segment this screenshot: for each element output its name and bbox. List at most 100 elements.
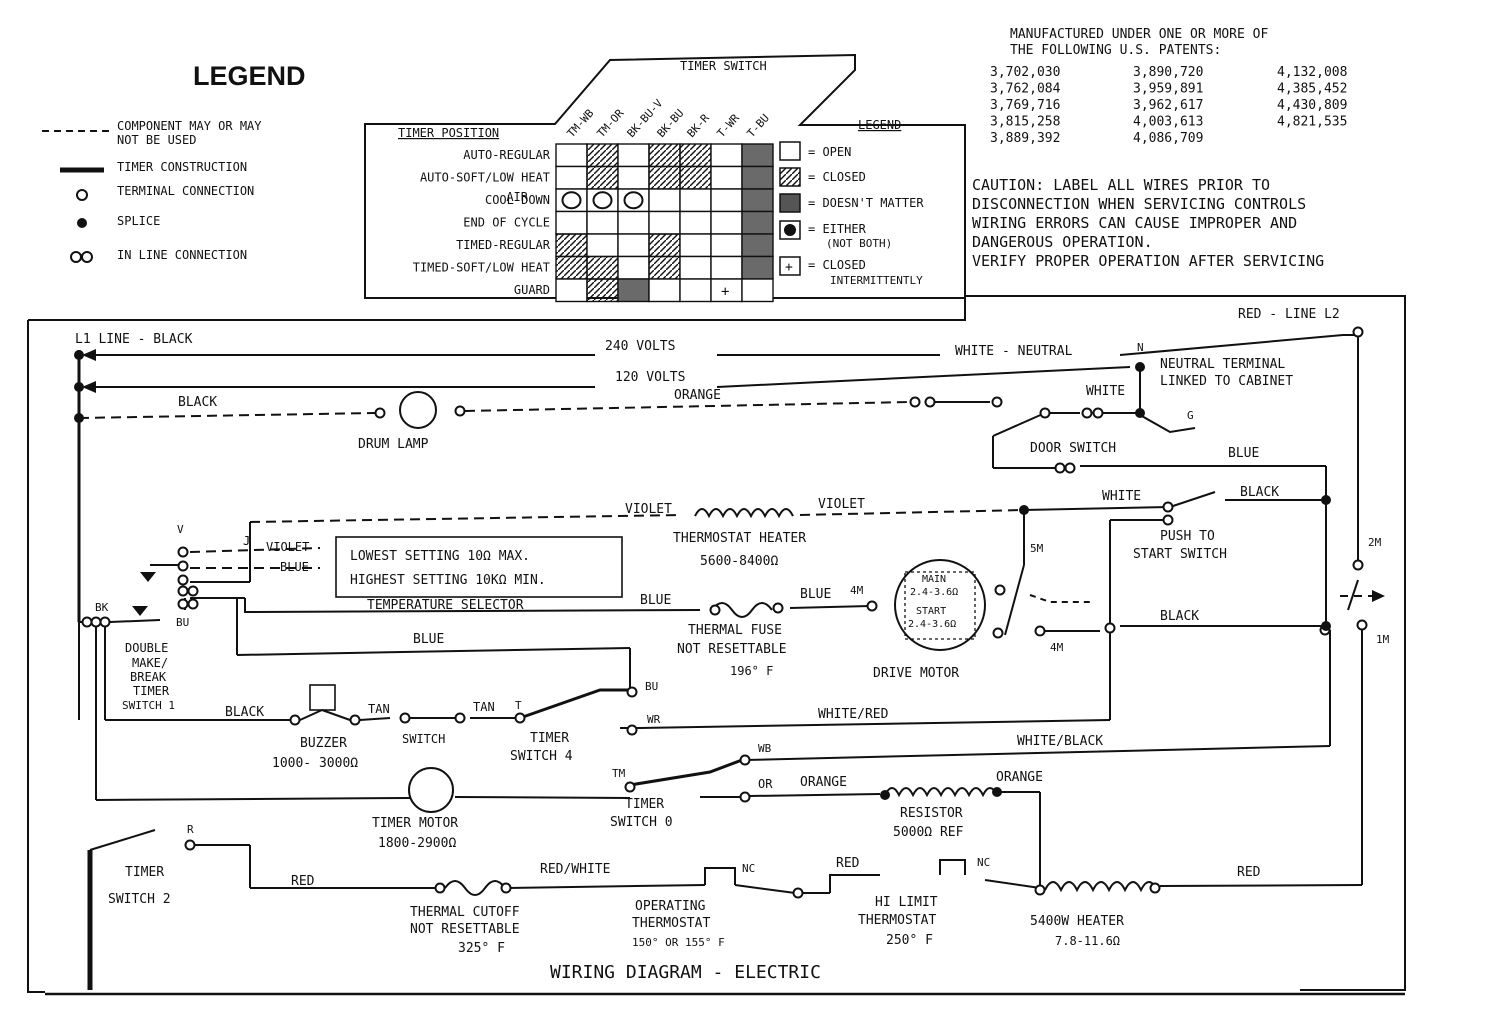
m5-label: 5M: [1030, 542, 1044, 555]
splice: [74, 350, 84, 360]
violet-label-3: VIOLET: [266, 540, 309, 554]
drum-lamp-label: DRUM LAMP: [358, 437, 429, 452]
terminal-connection: [1352, 326, 1364, 338]
timer-switch-column: BK-R: [685, 111, 713, 140]
terminal-connection: [500, 882, 512, 894]
timer-position-row: TIMED-SOFT/LOW HEAT: [413, 261, 550, 275]
cutoff-temp-label: 325° F: [458, 941, 505, 956]
wr-label: WR: [647, 713, 661, 726]
terminal-connection: [772, 602, 784, 614]
splice: [1019, 505, 1029, 515]
timer-chart-cell: [586, 165, 619, 190]
splice: [74, 382, 84, 392]
timer-switch-column: TM-OR: [595, 106, 627, 140]
white-red-label: WHITE/RED: [818, 707, 889, 722]
splice: [1321, 495, 1331, 505]
timer-chart-cell: [710, 188, 743, 213]
break-label: BREAK: [130, 670, 167, 684]
timer-chart-cell: [710, 143, 743, 168]
patent-number: 4,132,008: [1277, 65, 1347, 80]
timer-chart-cell: [648, 143, 681, 168]
terminal-connection: [289, 714, 301, 726]
black-label-4: BLACK: [225, 705, 264, 720]
timer-chart-cell: [741, 278, 774, 303]
intermittent-swatch-icon: +: [785, 260, 793, 275]
m4-label-1: 4M: [850, 584, 864, 597]
terminal-connection: [1092, 407, 1104, 419]
timer-chart-cell: [710, 210, 743, 235]
m4-label-2: 4M: [1050, 641, 1064, 654]
timer-chart-cell: [741, 255, 774, 280]
thermal-fuse-icon: [711, 602, 773, 618]
either-swatch-icon: [784, 224, 796, 236]
patent-number: 3,890,720: [1133, 65, 1203, 80]
patent-number: 3,959,891: [1133, 82, 1203, 97]
buzzer-label: BUZZER: [300, 736, 347, 751]
hi-limit-temp-label: 250° F: [886, 933, 933, 948]
terminal-connection: [454, 712, 466, 724]
terminal-connection: [626, 686, 638, 698]
legend: LEGEND COMPONENT MAY OR MAY NOT BE USED …: [42, 61, 306, 263]
patent-number: 3,889,392: [990, 131, 1060, 146]
terminal-connection: [1352, 559, 1364, 571]
terminal-connection: [1162, 501, 1174, 513]
chart-legend-doesnt: = DOESN'T MATTER: [808, 196, 924, 210]
timer-motor-icon: [408, 767, 454, 813]
patents-heading-2: THE FOLLOWING U.S. PATENTS:: [1010, 43, 1221, 58]
blue-label-3: BLUE: [640, 593, 671, 608]
t-label: T: [515, 699, 522, 712]
timer-chart-cell: [586, 143, 619, 168]
operating-temp-label: 150° OR 155° F: [632, 936, 725, 949]
timer-chart-cell: [710, 233, 743, 258]
terminal-connection: [177, 598, 189, 610]
chart-legend-either: = EITHER: [808, 222, 867, 236]
patent-number: 3,962,617: [1133, 98, 1203, 113]
terminal-connection: [1081, 407, 1093, 419]
patent-number: 4,003,613: [1133, 115, 1203, 130]
resistor-label: RESISTOR: [900, 806, 963, 821]
start-switch-label: START SWITCH: [1133, 547, 1227, 562]
cutoff-not-resettable-label: NOT RESETTABLE: [410, 922, 520, 937]
patents-block: MANUFACTURED UNDER ONE OR MORE OF THE FO…: [990, 27, 1347, 146]
m1-label: 1M: [1376, 633, 1390, 646]
timer-chart-cell: [679, 143, 712, 168]
terminal-connection: [1054, 462, 1066, 474]
terminal-connection: [177, 560, 189, 572]
buzzer-value: 1000- 3000Ω: [272, 756, 358, 771]
timer-chart-cell: [710, 255, 743, 280]
terminal-connection: [177, 546, 189, 558]
thermal-fuse-label: THERMAL FUSE: [688, 623, 782, 638]
terminal-connection: [177, 574, 189, 586]
fuse-not-resettable-label: NOT RESETTABLE: [677, 642, 787, 657]
thermostat-heater-label: THERMOSTAT HEATER: [673, 531, 806, 546]
timer-switch-column: T-WR: [715, 111, 743, 140]
open-swatch-icon: [779, 141, 801, 161]
l1-line-label: L1 LINE - BLACK: [75, 332, 193, 347]
terminal-connection: [81, 616, 93, 628]
hi-limit-thermostat-label: THERMOSTAT: [858, 913, 936, 928]
blue-label-2: BLUE: [280, 560, 309, 574]
thermostat-heater-value: 5600-8400Ω: [700, 554, 778, 569]
timer-position-row: TIMED-REGULAR: [456, 238, 551, 252]
n-label: N: [1137, 341, 1144, 354]
orange-label-3: ORANGE: [996, 770, 1043, 785]
intermittent-mark: +: [721, 284, 729, 300]
terminal-connection: [709, 604, 721, 616]
timer-switch-0-label-1: TIMER: [625, 797, 664, 812]
either-mark: [561, 191, 582, 210]
main-label: MAIN: [922, 574, 946, 585]
timer-switch-column: TM-WB: [565, 106, 597, 140]
terminal-connection: [1034, 884, 1046, 896]
terminal-connection: [992, 627, 1004, 639]
timer-chart: TIMER SWITCH TIMER POSITION AUTO-REGULAR…: [364, 53, 966, 303]
timer-chart-cell: [679, 278, 712, 303]
chart-legend-either-2: (NOT BOTH): [826, 237, 892, 250]
caution-line-4: DANGEROUS OPERATION.: [972, 233, 1153, 251]
terminal-connection: [866, 600, 878, 612]
timer-switch-4-label-2: SWITCH 4: [510, 749, 573, 764]
chart-legend-closed: = CLOSED: [808, 170, 866, 184]
splice-icon: [77, 218, 87, 228]
splice: [1135, 408, 1145, 418]
tm-label: TM: [612, 767, 626, 780]
timer-chart-cell: [617, 143, 650, 168]
